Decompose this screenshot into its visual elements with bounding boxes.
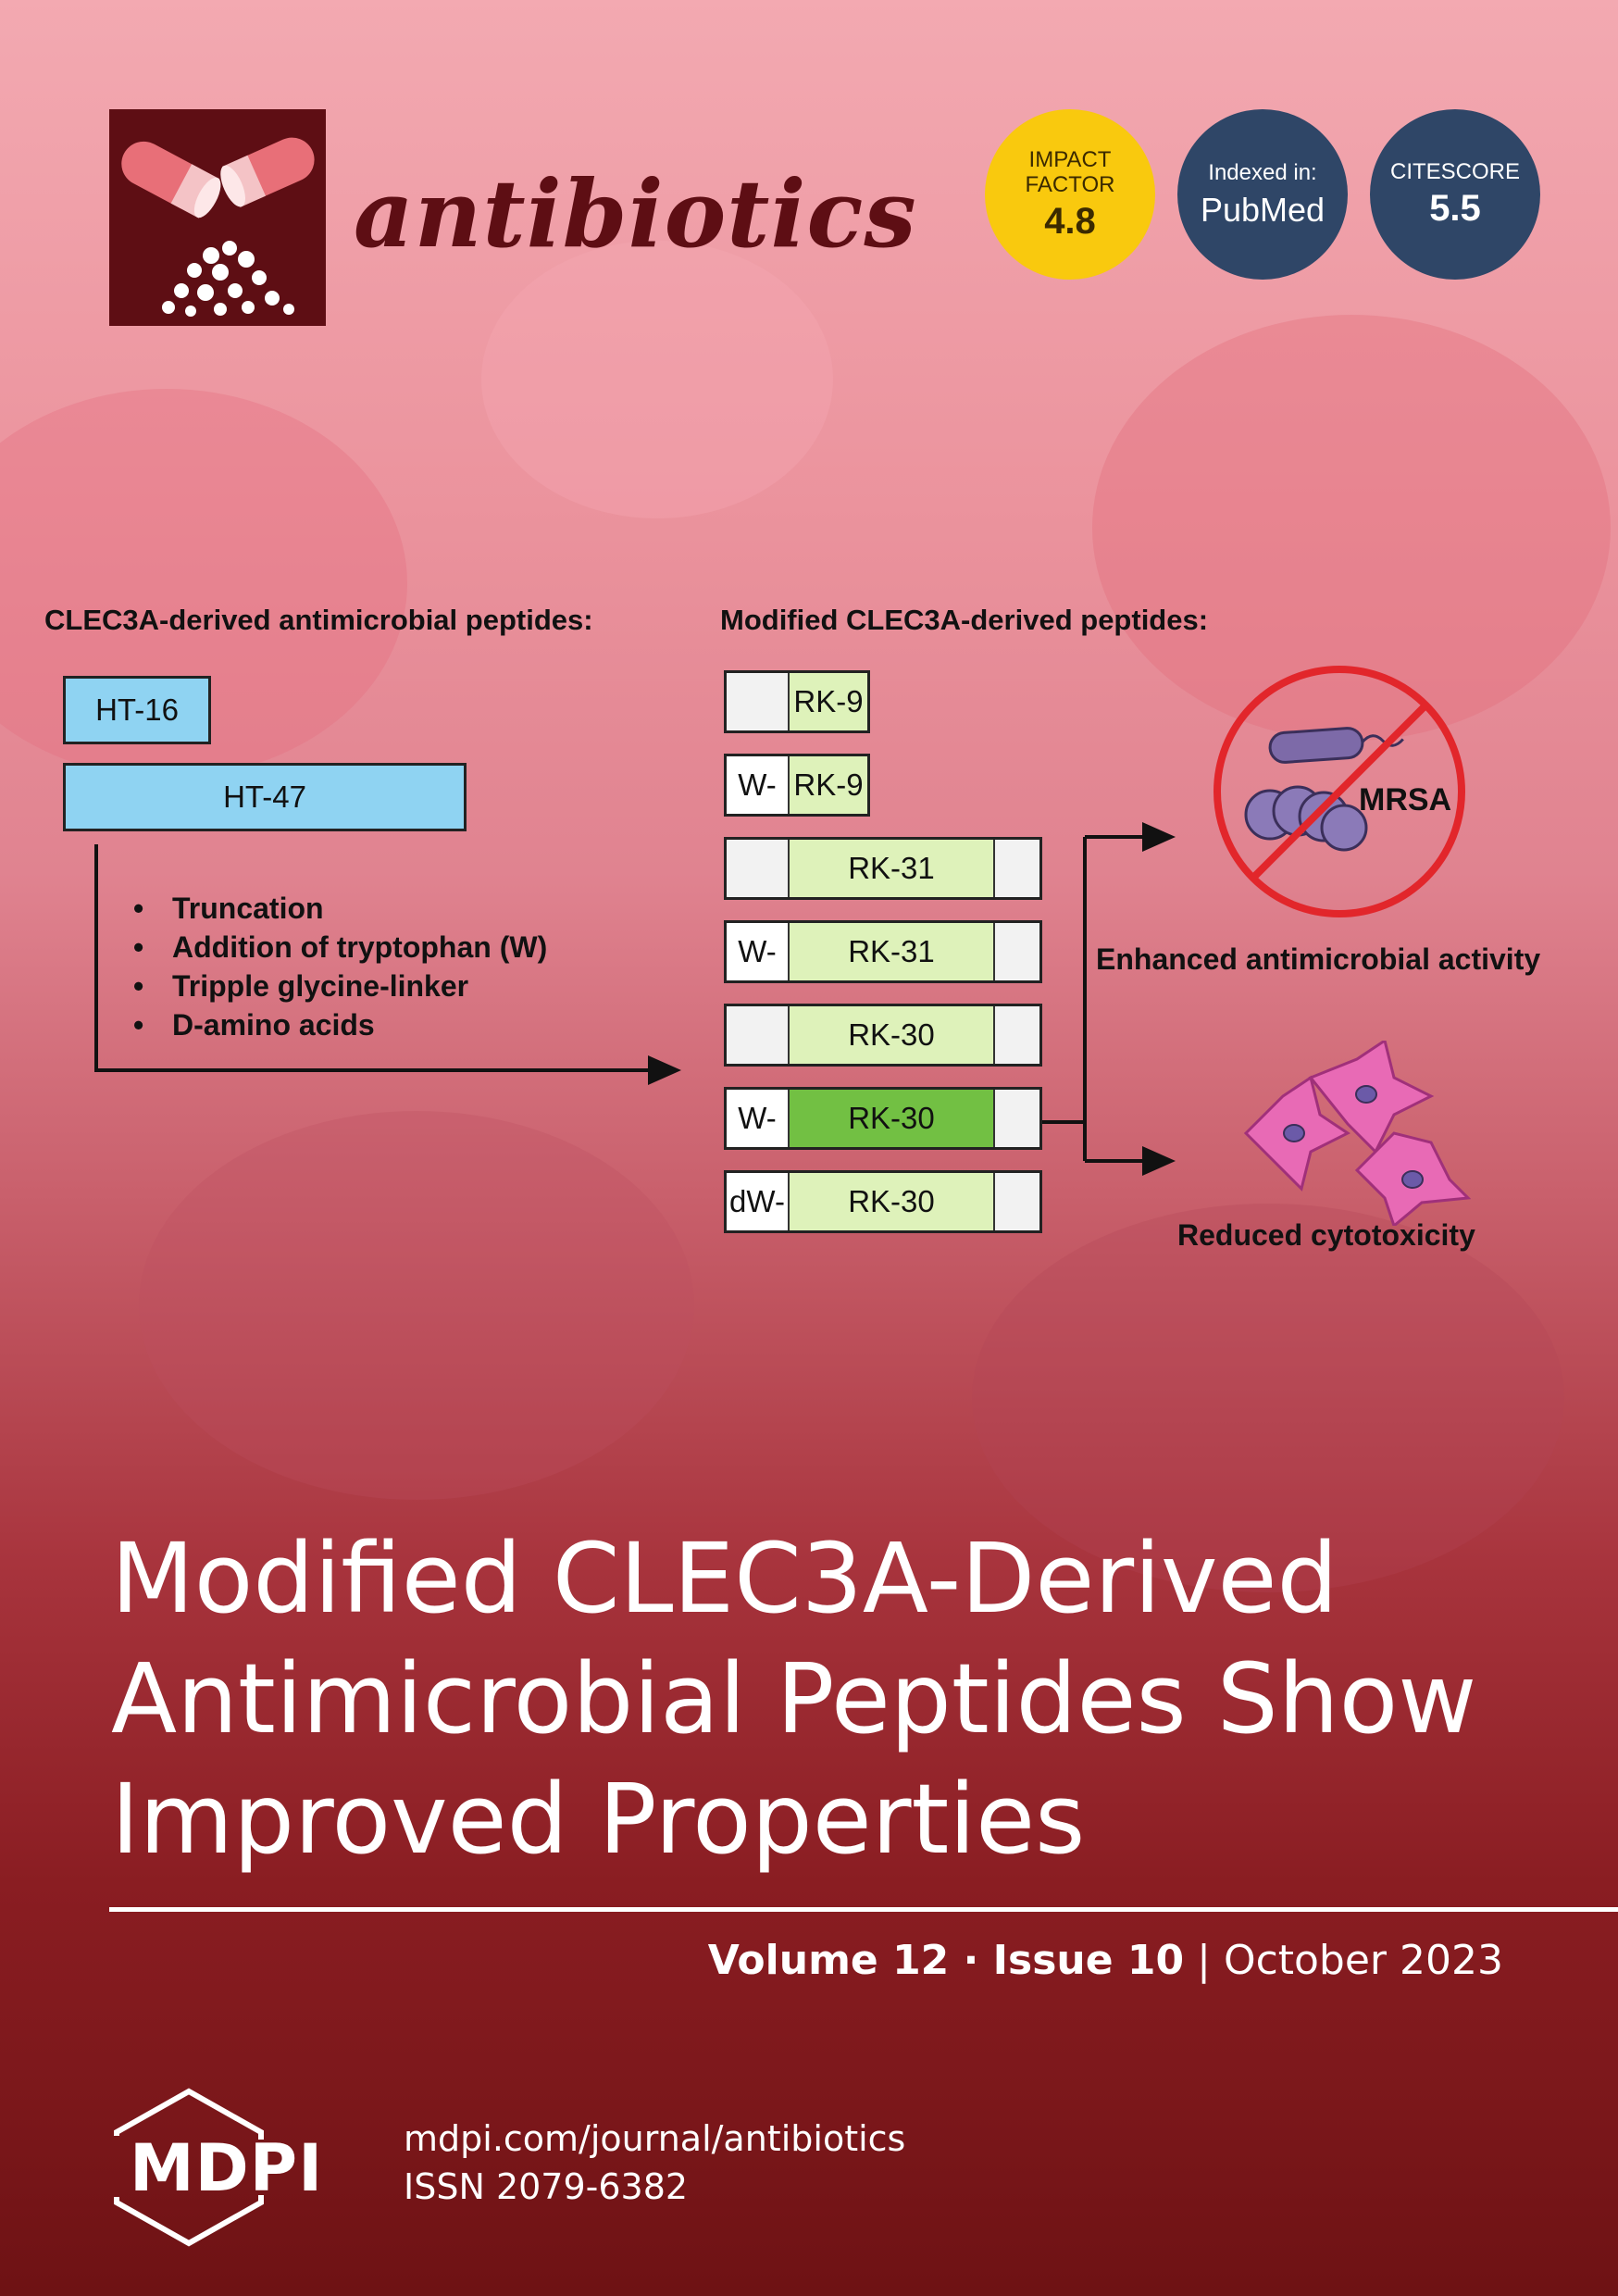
impact-label-2: FACTOR [1025,171,1115,197]
row-label: RK-30 [790,1173,993,1230]
background-blob [139,1111,694,1500]
row-prefix [727,840,790,897]
title-line: Improved Properties [111,1763,1086,1876]
issue-info: Volume 12 · Issue 10 | October 2023 [708,1937,1503,1984]
mdpi-wordmark: MDPI [130,2130,324,2206]
row-end-cap [993,840,1039,897]
impact-factor-badge: IMPACT FACTOR 4.8 [985,109,1155,280]
peptide-box-ht16: HT-16 [63,676,211,744]
list-item: D-amino acids [130,1005,547,1044]
row-prefix [727,673,790,730]
peptide-row-highlighted: W- RK-30 [724,1087,1042,1150]
peptide-row: dW- RK-30 [724,1170,1042,1233]
issue-separator: · [949,1937,993,1984]
row-label: RK-30 [790,1090,993,1147]
citescore-label: CITESCORE [1389,159,1520,184]
divider [109,1907,1618,1912]
peptide-row: W- RK-31 [724,920,1042,983]
row-prefix: dW- [727,1173,790,1230]
title-line: Antimicrobial Peptides Show [111,1642,1477,1755]
row-prefix: W- [727,756,790,814]
citescore-value: 5.5 [1429,188,1481,229]
journal-title: antibiotics [354,159,917,268]
peptide-row: RK-9 [724,670,870,733]
impact-label-1: IMPACT [1028,146,1112,172]
row-end-cap [993,1173,1039,1230]
background-blob [481,241,833,518]
volume: Volume 12 [707,1937,950,1984]
pubmed-badge: Indexed in: PubMed [1177,109,1348,280]
row-end-cap [993,1006,1039,1064]
row-end-cap [993,1090,1039,1147]
issue-date: October 2023 [1223,1937,1503,1984]
right-heading: Modified CLEC3A-derived peptides: [720,604,1209,636]
pubmed-label: Indexed in: [1208,159,1317,185]
row-prefix: W- [727,923,790,980]
row-label: RK-30 [790,1006,993,1064]
article-title: Modified CLEC3A-Derived Antimicrobial Pe… [111,1518,1555,1879]
row-label: RK-9 [790,756,867,814]
left-heading: CLEC3A-derived antimicrobial peptides: [44,604,593,636]
journal-logo [109,109,326,326]
mdpi-logo: MDPI [109,2088,339,2247]
pubmed-value: PubMed [1200,190,1326,229]
date-separator: | [1184,1937,1224,1984]
peptide-row: W- RK-9 [724,754,870,817]
row-label: RK-9 [790,673,867,730]
impact-value: 4.8 [1044,200,1096,242]
peptide-box-ht47: HT-47 [63,763,467,831]
human-cells-icon [1243,1041,1472,1226]
no-mrsa-icon [1214,666,1465,917]
row-label: RK-31 [790,923,993,980]
list-item: Truncation [130,889,547,928]
issue-number: Issue 10 [992,1937,1185,1984]
mrsa-label: MRSA [1359,782,1452,817]
issn: ISSN 2079-6382 [404,2166,689,2207]
journal-url[interactable]: mdpi.com/journal/antibiotics [404,2118,906,2159]
list-item: Addition of tryptophan (W) [130,928,547,967]
capsule-icon [121,137,315,317]
modification-list: Truncation Addition of tryptophan (W) Tr… [130,889,547,1044]
citescore-badge: CITESCORE 5.5 [1370,109,1540,280]
outcome-cytotoxicity: Reduced cytotoxicity [1177,1218,1475,1252]
list-item: Tripple glycine-linker [130,967,547,1005]
row-end-cap [993,923,1039,980]
row-label: RK-31 [790,840,993,897]
background-blob [972,1204,1564,1592]
title-line: Modified CLEC3A-Derived [111,1522,1338,1635]
peptide-row: RK-31 [724,837,1042,900]
row-prefix: W- [727,1090,790,1147]
row-prefix [727,1006,790,1064]
hexagon-icon [114,2088,264,2247]
peptide-row: RK-30 [724,1004,1042,1067]
outcome-antimicrobial: Enhanced antimicrobial activity [1096,942,1541,976]
